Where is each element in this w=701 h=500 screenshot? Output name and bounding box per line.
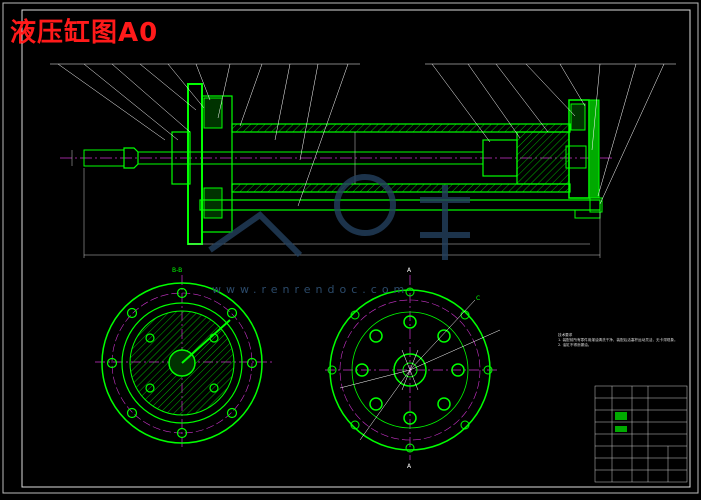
watermark-logo — [208, 174, 470, 260]
section-label-a-top: A — [407, 267, 412, 274]
note-line: 1. 装配前所有零件用煤油清洗干净，装配后活塞杆运动灵活，无卡滞现象。 — [558, 338, 678, 343]
outer-frame — [2, 2, 699, 494]
notes-title: 技术要求 — [558, 333, 573, 337]
title-block — [594, 385, 688, 483]
section-label-a-bottom: A — [407, 463, 412, 470]
drawing-title: 液压缸图A0 — [10, 18, 159, 48]
main-view — [50, 63, 676, 258]
end-view-right — [325, 275, 501, 460]
section-label-c: C — [476, 295, 480, 302]
end-view-left — [95, 275, 275, 450]
inner-frame — [21, 9, 691, 488]
section-label-top: B-B — [172, 267, 182, 274]
note-line: 2. 油缸不得渗漏油。 — [558, 343, 592, 348]
watermark-url: www.renrendoc.com — [212, 283, 410, 296]
technical-notes: 技术要求 1. 装配前所有零件用煤油清洗干净，装配后活塞杆运动灵活，无卡滞现象。… — [558, 333, 678, 349]
